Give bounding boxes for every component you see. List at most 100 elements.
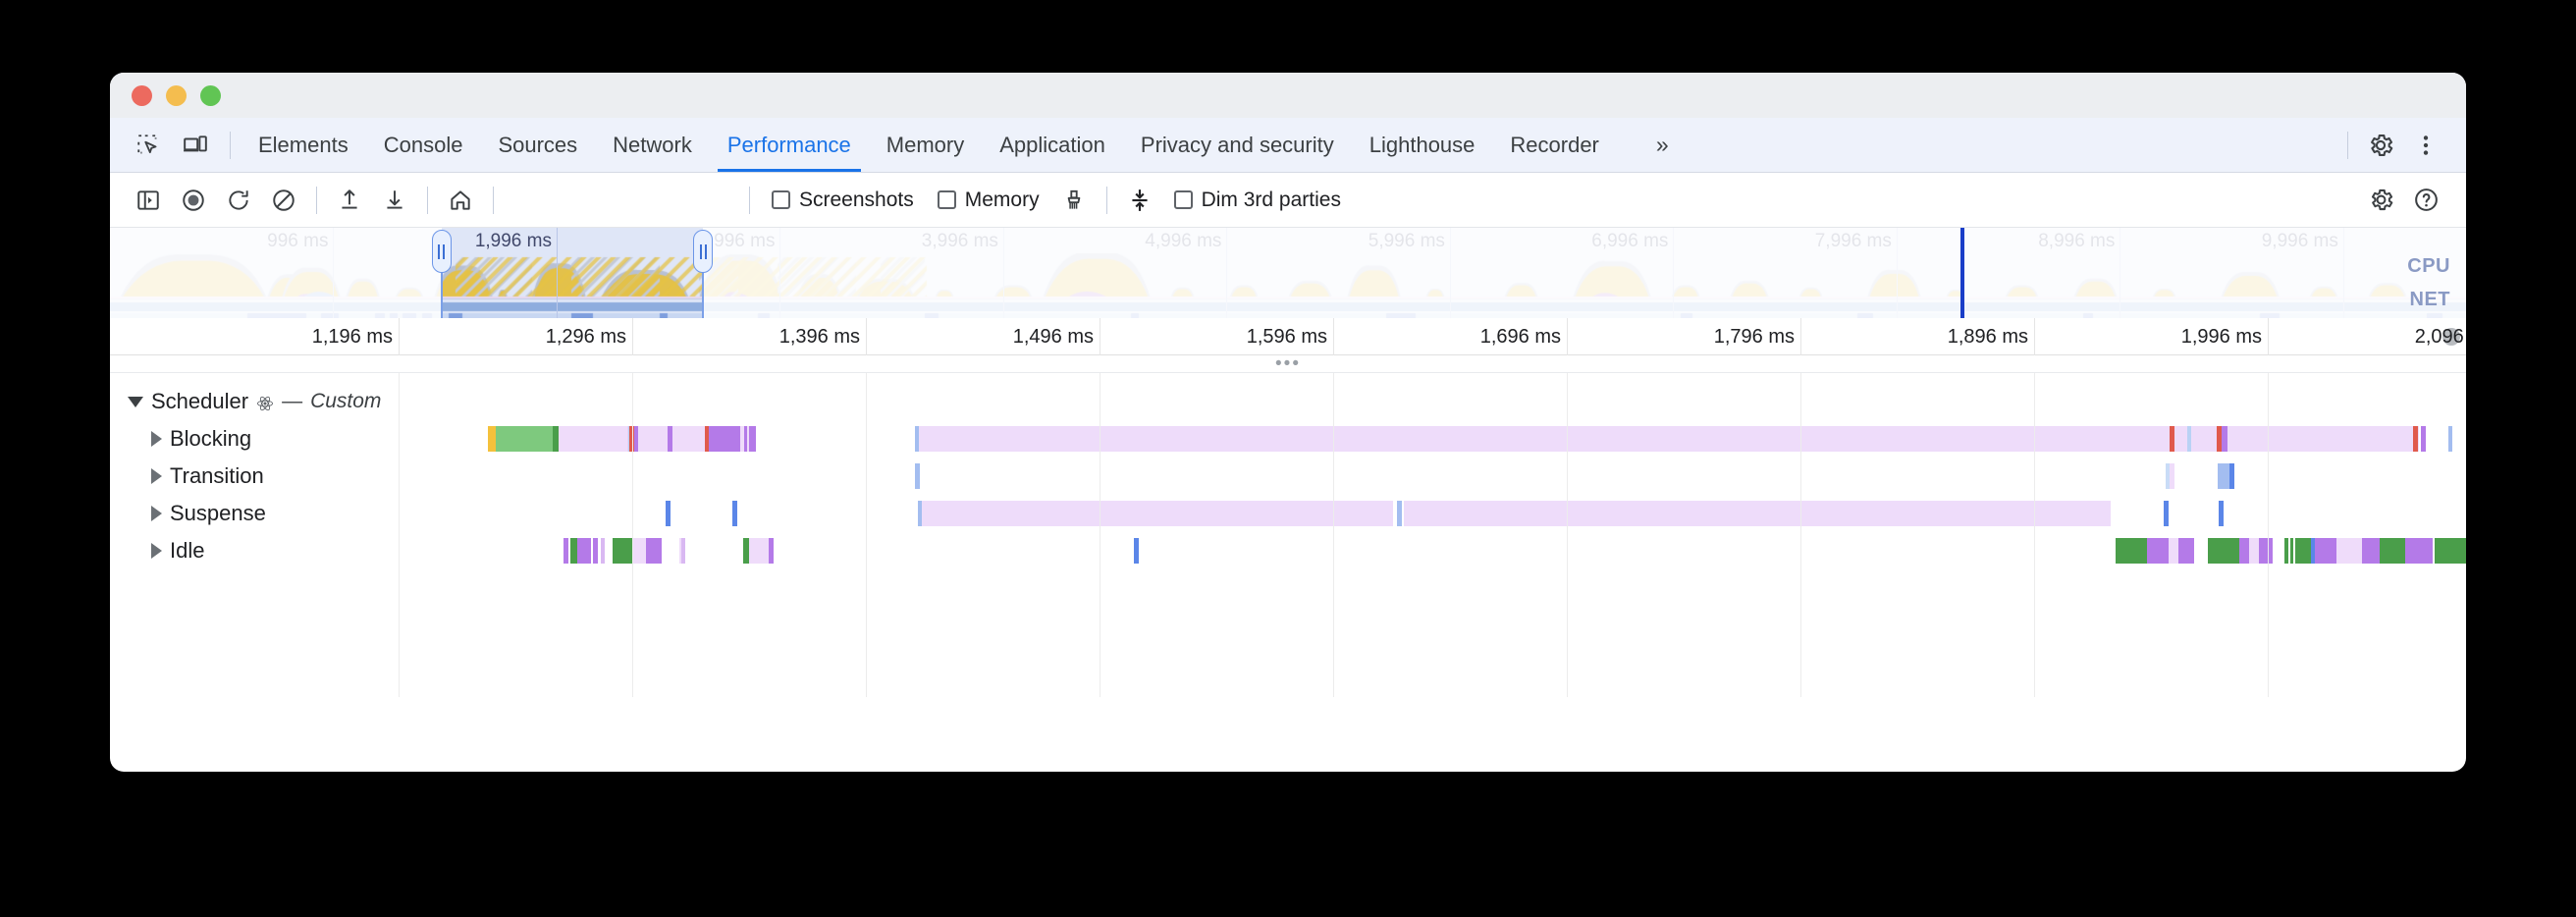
flamechart-bar[interactable]: [553, 426, 559, 452]
flamechart-bar[interactable]: [915, 426, 919, 452]
flamechart-bar[interactable]: [918, 501, 922, 526]
group-header-row[interactable]: Scheduler — Custom: [110, 383, 2466, 420]
flamechart-bar[interactable]: [668, 426, 672, 452]
tab-elements[interactable]: Elements: [241, 118, 366, 172]
flamechart-bar[interactable]: [2435, 538, 2466, 564]
flamechart-bar[interactable]: [2166, 463, 2170, 489]
flamechart-bar[interactable]: [2217, 426, 2222, 452]
clear-icon[interactable]: [261, 178, 306, 223]
overview-playhead[interactable]: [1959, 228, 1964, 318]
flamechart-bar[interactable]: [672, 426, 705, 452]
toggle-sidebar-icon[interactable]: [126, 178, 171, 223]
flamechart-bar[interactable]: [714, 426, 740, 452]
flamechart-bar[interactable]: [2229, 463, 2234, 489]
flamechart-bar[interactable]: [2336, 538, 2362, 564]
flamechart-bar[interactable]: [632, 538, 646, 564]
more-tabs-button[interactable]: »: [1617, 118, 1705, 172]
tab-performance[interactable]: Performance: [710, 118, 869, 172]
flamechart-bar[interactable]: [744, 426, 747, 452]
flamechart-bar[interactable]: [2311, 538, 2315, 564]
track-label-idle[interactable]: Idle: [110, 532, 204, 569]
flamechart-bar[interactable]: [2164, 501, 2169, 526]
tab-privacy-and-security[interactable]: Privacy and security: [1123, 118, 1352, 172]
flamechart-bar[interactable]: [679, 538, 681, 564]
flamechart-bar[interactable]: [559, 426, 629, 452]
window-close-button[interactable]: [132, 84, 152, 106]
flamechart-bar[interactable]: [577, 538, 591, 564]
settings-gear-icon[interactable]: [2358, 123, 2403, 168]
flamechart-bar[interactable]: [749, 538, 769, 564]
upload-profile-icon[interactable]: [327, 178, 372, 223]
horizontal-scroll-thumb[interactable]: [2442, 328, 2460, 346]
inspect-element-icon[interactable]: [126, 123, 171, 168]
chevron-right-icon[interactable]: [151, 543, 162, 559]
expand-collapse-icon[interactable]: [1117, 178, 1162, 223]
flamechart-bar[interactable]: [2421, 426, 2426, 452]
flamechart-bar[interactable]: [2147, 538, 2169, 564]
device-toolbar-icon[interactable]: [173, 123, 218, 168]
flamechart-bar[interactable]: [709, 426, 714, 452]
flamechart-bar[interactable]: [488, 426, 496, 452]
flamechart-bar[interactable]: [593, 538, 598, 564]
flamechart-bar[interactable]: [601, 538, 605, 564]
flamechart-bar[interactable]: [634, 426, 638, 452]
tab-application[interactable]: Application: [982, 118, 1123, 172]
tab-network[interactable]: Network: [595, 118, 710, 172]
tab-memory[interactable]: Memory: [869, 118, 982, 172]
screenshots-checkbox[interactable]: Screenshots: [760, 189, 926, 212]
tab-lighthouse[interactable]: Lighthouse: [1352, 118, 1493, 172]
flamechart-bar[interactable]: [2187, 426, 2191, 452]
more-options-icon[interactable]: [2403, 123, 2448, 168]
track-row-idle[interactable]: Idle: [110, 532, 2466, 569]
flamechart-bar[interactable]: [570, 538, 577, 564]
flamechart-bar[interactable]: [2219, 501, 2224, 526]
chevron-right-icon[interactable]: [151, 468, 162, 484]
flamechart-bar[interactable]: [2170, 463, 2174, 489]
flamechart-bar[interactable]: [2178, 538, 2194, 564]
record-icon[interactable]: [171, 178, 216, 223]
flamechart-bar[interactable]: [613, 538, 632, 564]
flamechart-bar[interactable]: [2362, 538, 2380, 564]
flamechart-bar[interactable]: [915, 463, 920, 489]
chevron-right-icon[interactable]: [151, 431, 162, 447]
collect-garbage-icon[interactable]: [1051, 178, 1097, 223]
flamechart-bar[interactable]: [2405, 538, 2433, 564]
track-row-blocking[interactable]: Blocking: [110, 420, 2466, 458]
overview-left-handle[interactable]: [431, 230, 452, 273]
flamechart-bar[interactable]: [922, 501, 1393, 526]
flamechart-bar[interactable]: [1404, 501, 2111, 526]
flamechart-bar[interactable]: [2290, 538, 2293, 564]
flamechart-bar[interactable]: [2170, 426, 2174, 452]
flamechart-bar[interactable]: [2413, 426, 2418, 452]
tab-console[interactable]: Console: [366, 118, 481, 172]
tab-recorder[interactable]: Recorder: [1492, 118, 1616, 172]
track-row-suspense[interactable]: Suspense: [110, 495, 2466, 532]
track-row-transition[interactable]: Transition: [110, 458, 2466, 495]
chevron-down-icon[interactable]: [128, 396, 143, 407]
flamechart-bar[interactable]: [2259, 538, 2273, 564]
flamechart-area[interactable]: Scheduler — Custom: [110, 373, 2466, 697]
tab-sources[interactable]: Sources: [480, 118, 595, 172]
flamechart-bar[interactable]: [1397, 501, 1402, 526]
flamechart-bar[interactable]: [2239, 538, 2249, 564]
flamechart-bar[interactable]: [743, 538, 749, 564]
flamechart-bar[interactable]: [740, 426, 744, 452]
flamechart-bar[interactable]: [496, 426, 553, 452]
flamechart-bar[interactable]: [769, 538, 774, 564]
flamechart-bar[interactable]: [2249, 538, 2259, 564]
flamechart-bar[interactable]: [2284, 538, 2288, 564]
download-profile-icon[interactable]: [372, 178, 417, 223]
flamechart-bar[interactable]: [749, 426, 756, 452]
flamechart-bar[interactable]: [564, 538, 568, 564]
flamechart-bar[interactable]: [2315, 538, 2336, 564]
capture-settings-gear-icon[interactable]: [2358, 178, 2403, 223]
flamechart-bar[interactable]: [2227, 426, 2419, 452]
flamechart-bar[interactable]: [1134, 538, 1139, 564]
track-label-transition[interactable]: Transition: [110, 458, 264, 495]
flamechart-bar[interactable]: [2169, 538, 2178, 564]
flamechart-bar[interactable]: [666, 501, 671, 526]
flamechart-bar[interactable]: [2218, 463, 2229, 489]
flamechart-bar[interactable]: [2448, 426, 2452, 452]
flamechart-bar[interactable]: [705, 426, 709, 452]
flamechart-bar[interactable]: [747, 426, 749, 452]
